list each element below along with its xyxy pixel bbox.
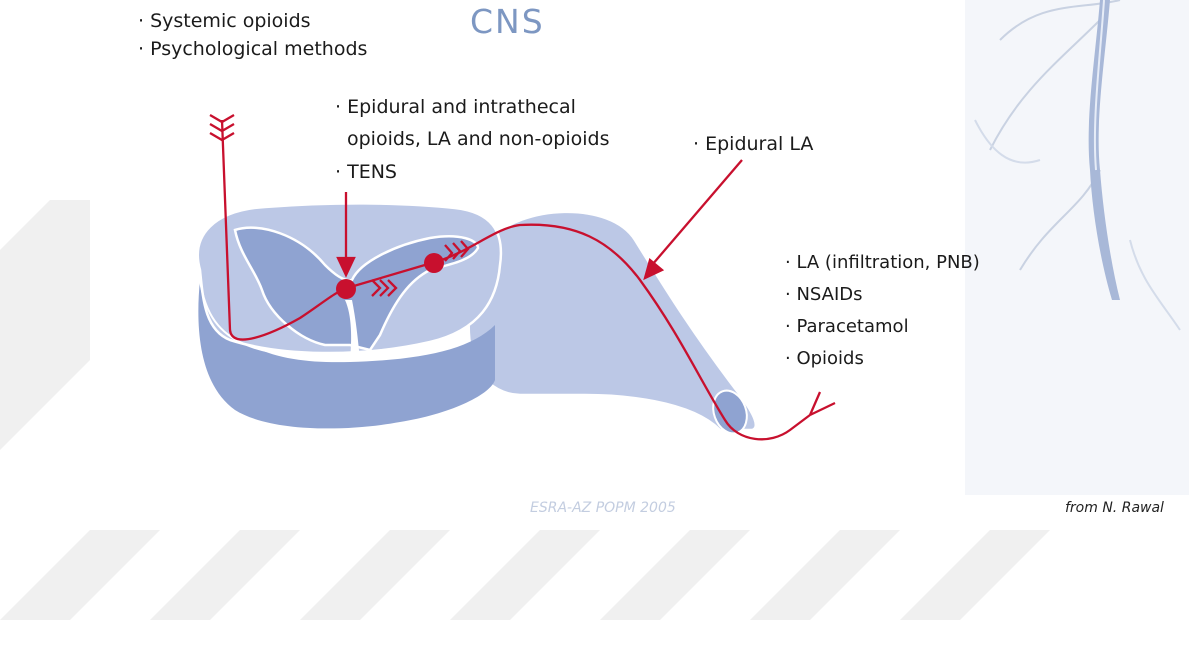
brain-spine-illustration bbox=[965, 0, 1189, 495]
label-paracetamol: · Paracetamol bbox=[785, 314, 909, 340]
watermark-text: ESRA-AZ POPM 2005 bbox=[530, 500, 676, 516]
label-la-infiltration: · LA (infiltration, PNB) bbox=[785, 250, 980, 276]
label-epidural-intrathecal: · Epidural and intrathecal bbox=[335, 94, 576, 120]
spinal-cord-section bbox=[198, 203, 756, 438]
label-epidural-la: · Epidural LA bbox=[693, 131, 813, 157]
synapse-dot bbox=[336, 279, 356, 299]
credit-text: from N. Rawal bbox=[1065, 500, 1164, 516]
label-systemic-opioids: · Systemic opioids bbox=[138, 8, 311, 34]
cns-title: CNS bbox=[470, 2, 545, 41]
label-tens: · TENS bbox=[335, 159, 397, 185]
label-nsaids: · NSAIDs bbox=[785, 282, 863, 308]
synapse-dot bbox=[424, 253, 444, 273]
label-psychological-methods: · Psychological methods bbox=[138, 36, 367, 62]
label-opioids-la-nonopioids: opioids, LA and non-opioids bbox=[347, 126, 610, 152]
label-opioids: · Opioids bbox=[785, 346, 864, 372]
